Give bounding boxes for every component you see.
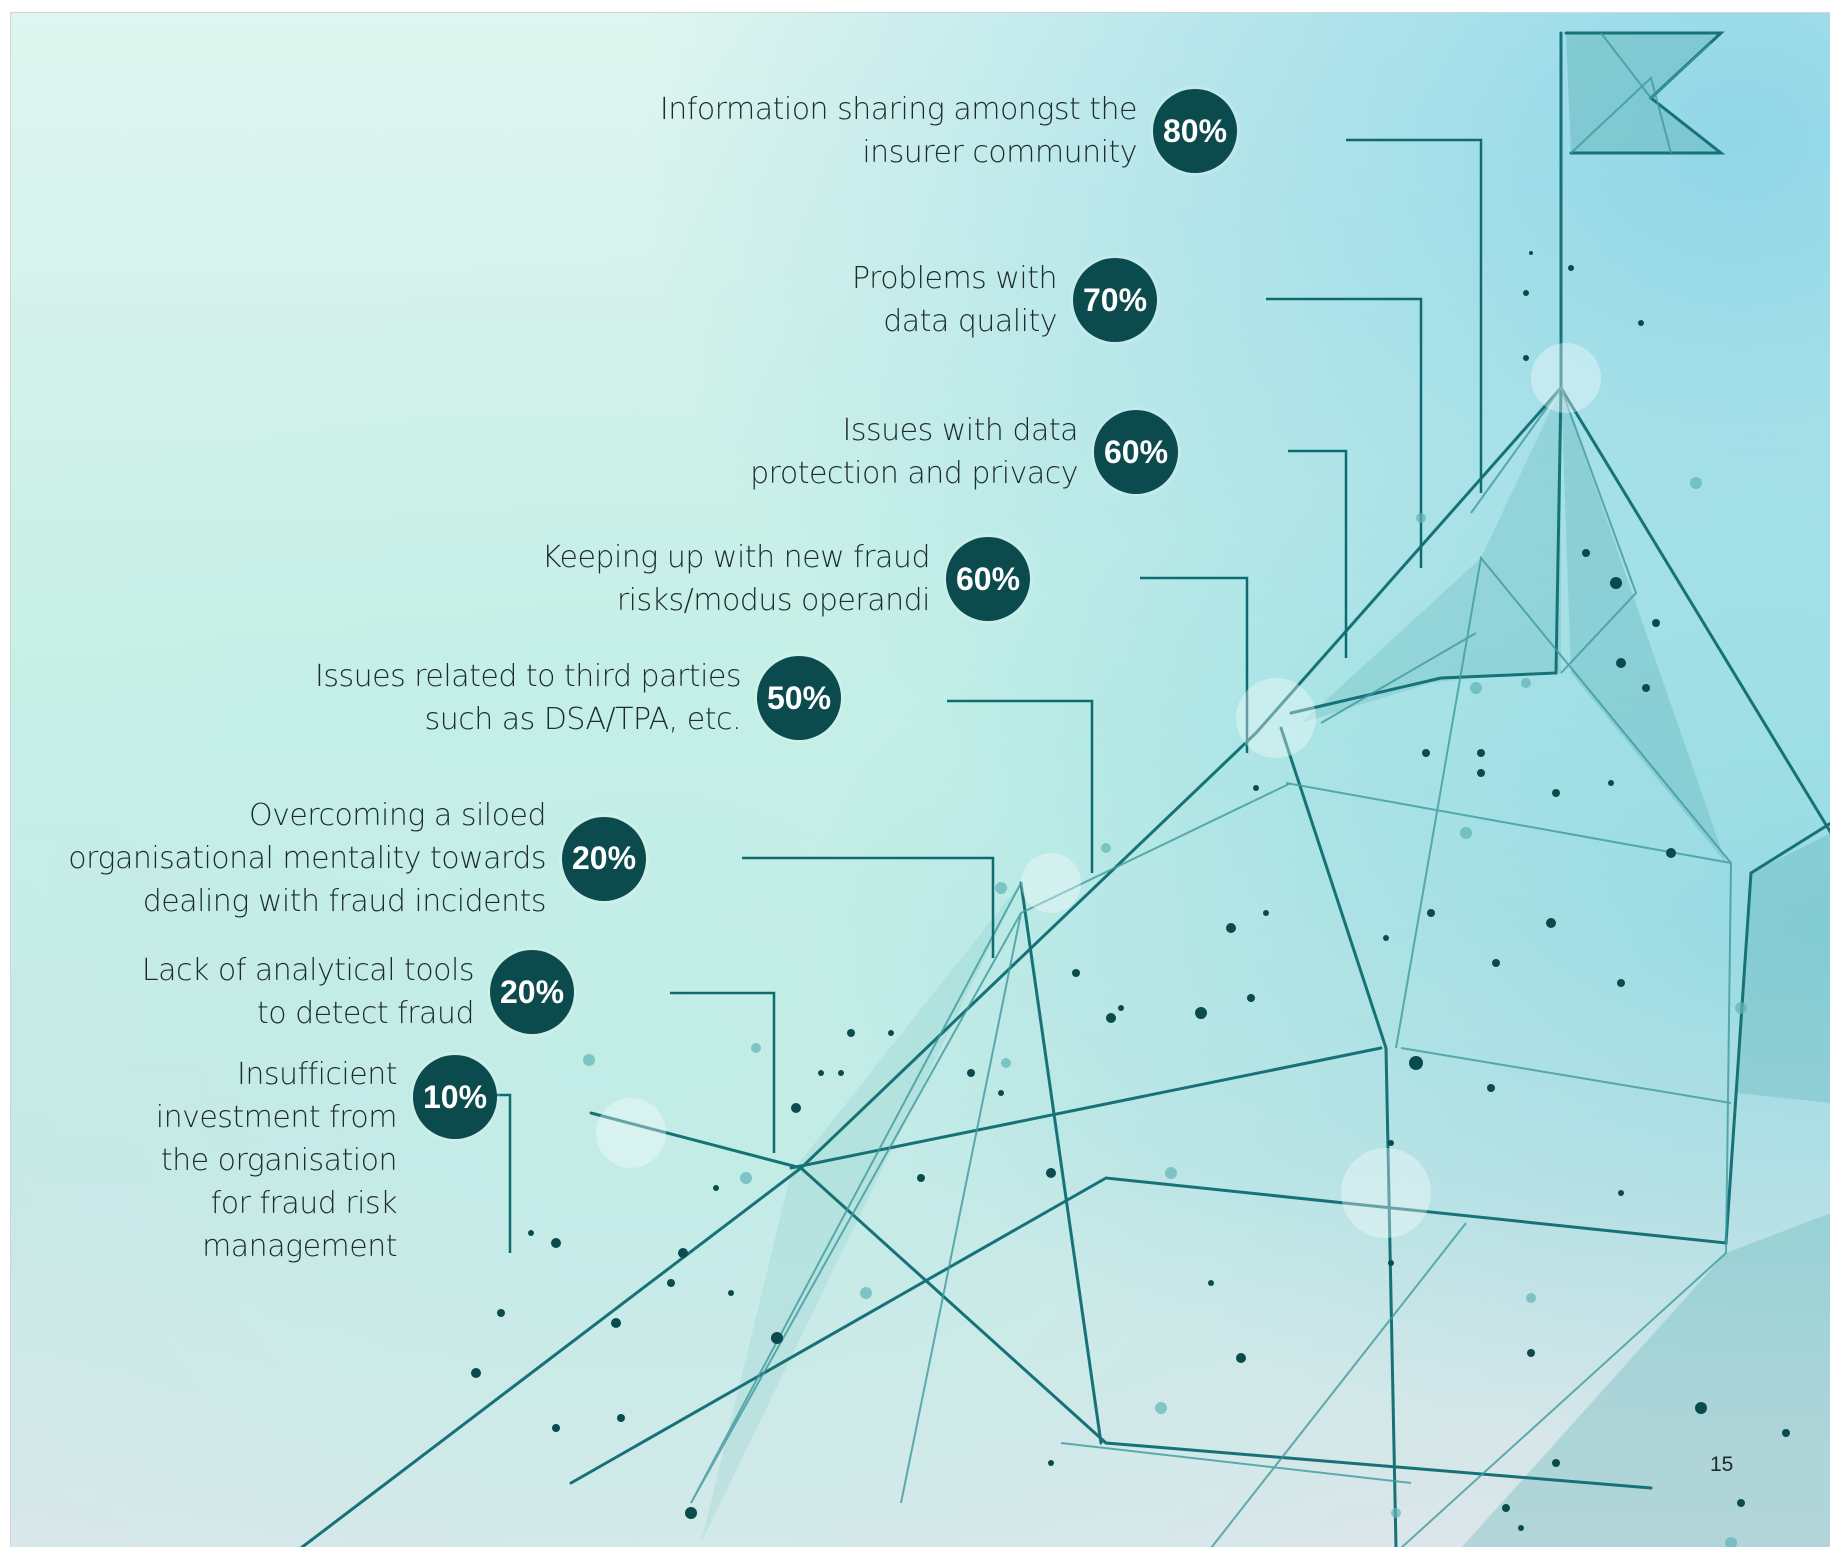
percentage-badge: 20% — [562, 816, 646, 901]
item-label: Information sharing amongst the insurer … — [659, 92, 1138, 170]
glow-spots — [596, 343, 1601, 1238]
item-analytical-tools: Lack of analytical tools to detect fraud… — [142, 949, 574, 1035]
item-new-fraud-risks: Keeping up with new fraud risks/modus op… — [542, 536, 1030, 622]
percentage-badge: 10% — [413, 1055, 497, 1139]
percentage-badge: 60% — [946, 537, 1030, 621]
facet-far-right — [1736, 833, 1830, 1103]
item-label: Issues with data protection and privacy — [750, 413, 1078, 491]
percentage-badge: 60% — [1094, 410, 1178, 494]
percentage-badge: 20% — [490, 950, 574, 1034]
facet-right — [1561, 388, 1726, 863]
percentage-badge: 50% — [757, 656, 841, 740]
percentage-badge: 70% — [1073, 258, 1157, 342]
item-label: Overcoming a siloed organisational menta… — [68, 798, 546, 919]
mountain-network-artwork — [299, 31, 1830, 1547]
item-label: Issues related to third parties such as … — [315, 659, 742, 737]
item-data-protection: Issues with data protection and privacy … — [750, 409, 1178, 495]
mesh-lines-light — [690, 32, 1733, 1547]
item-data-quality: Problems with data quality 70% — [852, 257, 1157, 343]
facet-bottom-right — [1461, 1213, 1830, 1547]
connector-lines — [493, 138, 1483, 1253]
item-insufficient-investment: Insufficient investment from the organis… — [156, 1053, 497, 1268]
facet-left — [701, 883, 1021, 1543]
item-label: Keeping up with new fraud risks/modus op… — [541, 540, 931, 618]
item-label: Problems with data quality — [852, 261, 1057, 339]
item-siloed-mentality: Overcoming a siloed organisational menta… — [68, 794, 646, 923]
percentage-badge: 80% — [1153, 89, 1237, 173]
item-label: Lack of analytical tools to detect fraud — [141, 953, 475, 1031]
facet-peak — [1301, 388, 1561, 723]
page-number: 15 — [1710, 1453, 1734, 1476]
particle-dots-light — [583, 477, 1747, 1547]
item-third-parties: Issues related to third parties such as … — [315, 655, 841, 741]
item-information-sharing: Information sharing amongst the insurer … — [660, 88, 1237, 174]
mountain-illustration-panel: Information sharing amongst the insurer … — [10, 12, 1830, 1547]
particle-dots — [471, 251, 1790, 1531]
item-label: Insufficient investment from the organis… — [155, 1057, 398, 1264]
